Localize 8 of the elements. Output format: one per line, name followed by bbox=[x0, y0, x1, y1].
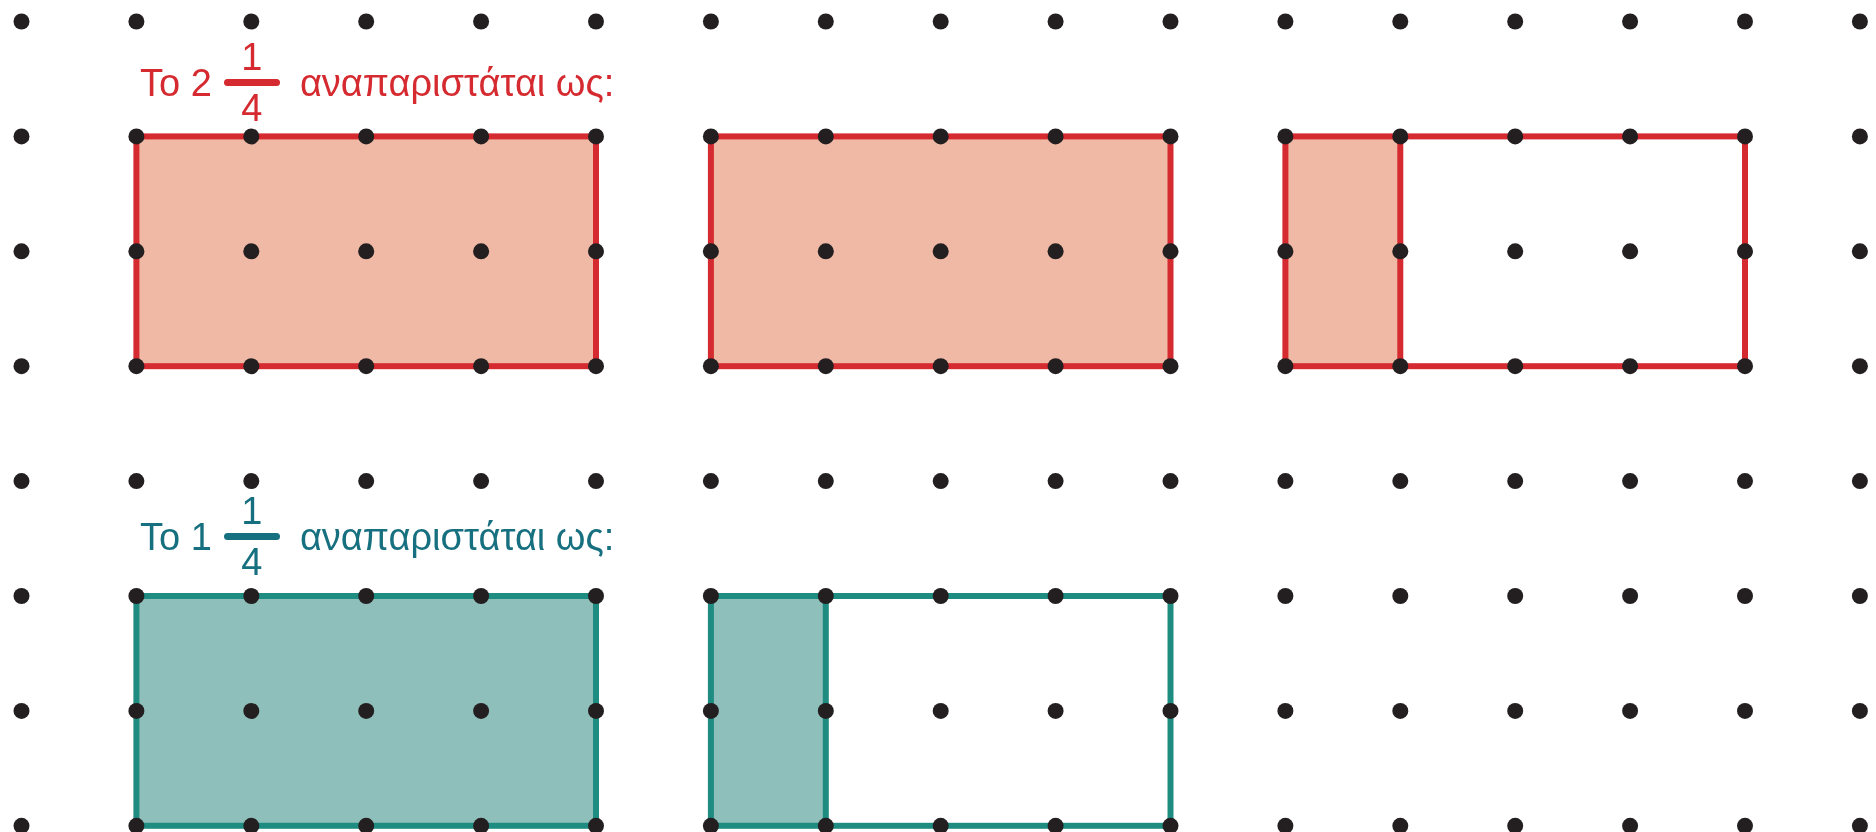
fraction-denominator: 4 bbox=[241, 543, 263, 581]
prompt-text: αναπαριστάται ως: bbox=[299, 63, 615, 102]
prompt-text: Το 2 bbox=[140, 63, 212, 102]
fraction-denominator: 4 bbox=[241, 89, 263, 127]
prompt-text: Το 1 bbox=[140, 517, 212, 556]
prompt-text: αναπαριστάται ως: bbox=[299, 517, 615, 556]
fraction-numerator: 1 bbox=[241, 38, 263, 76]
fraction-numerator: 1 bbox=[241, 492, 263, 530]
